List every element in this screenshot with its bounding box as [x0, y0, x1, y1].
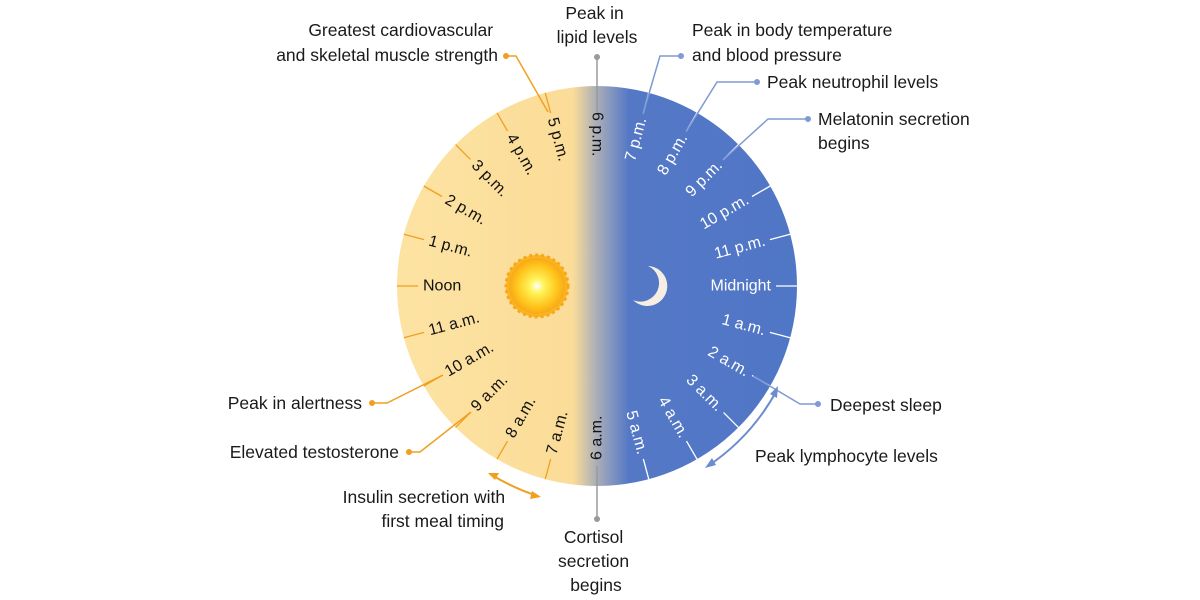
insulin-label: Insulin secretion with first meal timing — [343, 487, 510, 531]
moon-icon — [633, 266, 668, 306]
lymphocyte-arrow — [707, 389, 778, 467]
lymphocyte-arrowhead-top — [770, 386, 778, 398]
cardio-label: Greatest cardiovascular and skeletal mus… — [276, 20, 498, 65]
clock-face — [397, 86, 797, 486]
lipid-dot — [594, 54, 600, 60]
cortisol-label: Cortisol secretion begins — [558, 527, 634, 595]
testosterone-dot — [406, 449, 412, 455]
hour-tick — [403, 233, 425, 241]
sleep-dot — [815, 401, 821, 407]
alertness-leader — [372, 374, 444, 404]
temp-dot — [678, 53, 684, 59]
sleep-label: Deepest sleep — [830, 395, 942, 415]
temp-leader — [642, 55, 681, 115]
alertness-label: Peak in alertness — [228, 393, 362, 413]
melatonin-leader — [722, 118, 808, 161]
lymphocyte-arrowhead-bottom — [705, 458, 716, 468]
neutrophil-label: Peak neutrophil levels — [767, 72, 938, 92]
hour-tick — [423, 185, 443, 198]
hour-tick — [685, 440, 698, 460]
hour-tick — [544, 458, 552, 480]
hour-tick — [751, 185, 771, 198]
cardio-leader — [506, 55, 549, 113]
hour-tick — [496, 112, 509, 132]
hour-tick — [544, 92, 552, 114]
hour-label-6: 6 a.m. — [589, 416, 606, 460]
neutrophil-leader — [685, 81, 757, 133]
hour-tick — [723, 412, 739, 428]
testosterone-leader — [409, 411, 472, 453]
hour-tick — [769, 331, 791, 339]
hour-tick — [403, 331, 425, 339]
testosterone-label: Elevated testosterone — [230, 442, 399, 462]
melatonin-label: Melatonin secretion begins — [818, 109, 975, 153]
hour-tick — [642, 458, 650, 480]
hour-label-12: Noon — [423, 278, 461, 295]
temp-label: Peak in body temperature and blood press… — [692, 20, 897, 65]
lymphocyte-label: Peak lymphocyte levels — [755, 446, 938, 466]
alertness-dot — [369, 400, 375, 406]
melatonin-dot — [805, 116, 811, 122]
sun-icon — [504, 253, 570, 319]
cardio-dot — [503, 53, 509, 59]
neutrophil-dot — [754, 79, 760, 85]
insulin-arrowhead-right — [530, 491, 541, 499]
hour-label-18: 6 p.m. — [589, 112, 606, 156]
hour-tick — [496, 440, 509, 460]
cortisol-dot — [594, 516, 600, 522]
hour-label-0: Midnight — [711, 278, 772, 295]
hour-tick — [769, 233, 791, 241]
hour-tick — [455, 144, 471, 160]
insulin-arrowhead-left — [488, 473, 499, 480]
sleep-leader — [752, 375, 818, 405]
lipid-label: Peak in lipid levels — [557, 3, 638, 47]
